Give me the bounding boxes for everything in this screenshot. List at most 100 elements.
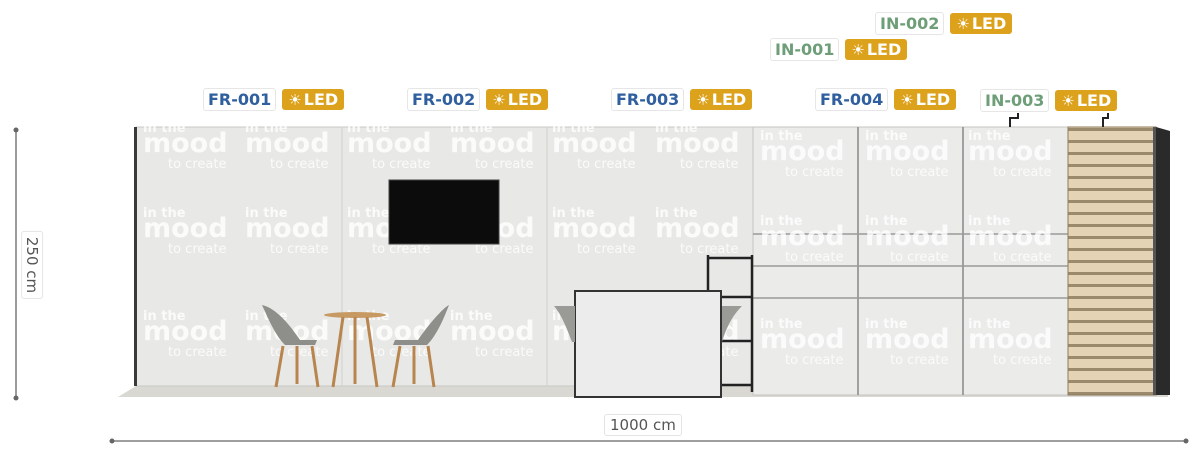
watermark-text: to create [890,353,948,368]
chair-left [262,305,320,388]
chair-behind-counter-right [722,306,742,342]
watermark-text: mood [968,221,1053,252]
side-wall [1156,127,1170,395]
width-dimension-label: 1000 cm [604,414,682,436]
watermark-text: mood [245,128,330,159]
panel-code: FR-003 [611,88,685,111]
led-badge: ☀LED [894,89,957,110]
panel-code: FR-004 [815,88,889,111]
watermark-text: mood [865,136,950,167]
tv-screen [388,179,500,245]
label-fr-004[interactable]: FR-004 ☀LED [815,88,957,111]
watermark-text: in the [347,206,390,221]
sun-icon: ☀ [851,40,865,59]
watermark-text: in the [245,121,288,136]
watermark-text: mood [655,128,740,159]
watermark-text: to create [372,242,430,257]
wood-slat-wall [1067,126,1157,396]
watermark-text: mood [655,213,740,244]
watermark-text: in the [552,206,595,221]
watermark-text: to create [785,165,843,180]
watermark-text: mood [968,136,1053,167]
watermark-text: in the [968,317,1011,332]
led-badge: ☀LED [282,89,345,110]
watermark-text: mood [760,136,845,167]
panel-code: IN-002 [875,12,945,35]
sun-icon: ☀ [288,90,302,109]
watermark-text: in the [760,214,803,229]
watermark-text: in the [865,317,908,332]
chair-behind-counter [554,306,575,342]
height-dimension-label: 250 cm [21,230,44,300]
watermark-text: to create [168,157,226,172]
watermark-text: to create [890,165,948,180]
watermark-text: mood [552,213,637,244]
sun-icon: ☀ [492,90,506,109]
watermark-text: in the [865,129,908,144]
label-in-001[interactable]: IN-001 ☀LED [770,38,908,61]
watermark-text: to create [577,157,635,172]
watermark-text: to create [577,242,635,257]
watermark-text: mood [143,316,228,347]
sun-icon: ☀ [696,90,710,109]
watermark-text: in the [968,214,1011,229]
watermark-text: to create [372,157,430,172]
watermark-text: to create [680,242,738,257]
panel-code: IN-001 [770,38,840,61]
watermark-text: mood [450,128,535,159]
watermark-text: in the [143,206,186,221]
sun-icon: ☀ [956,14,970,33]
chair-right [391,305,449,388]
label-in-002[interactable]: IN-002 ☀LED [875,12,1013,35]
led-badge: ☀LED [950,13,1013,34]
watermark-text: mood [245,213,330,244]
watermark-text: to create [785,353,843,368]
watermark-text: mood [865,324,950,355]
watermark-text: to create [270,345,328,360]
sun-icon: ☀ [1061,91,1075,110]
watermark-text: in the [450,121,493,136]
watermark-text: to create [168,345,226,360]
watermark-text: in the [655,206,698,221]
label-fr-003[interactable]: FR-003 ☀LED [611,88,753,111]
label-fr-002[interactable]: FR-002 ☀LED [407,88,549,111]
watermark-text: mood [865,221,950,252]
watermark-text: in the [143,309,186,324]
led-badge: ☀LED [486,89,549,110]
panel-code: FR-002 [407,88,481,111]
watermark-text: in the [143,121,186,136]
watermark-text: to create [270,242,328,257]
watermark-text: in the [760,317,803,332]
watermark-text: in the [552,121,595,136]
watermark-text: mood [143,128,228,159]
watermark-text: mood [450,316,535,347]
watermark-text: to create [475,157,533,172]
led-badge: ☀LED [845,39,908,60]
watermark-text: in the [245,206,288,221]
watermark-text: to create [475,242,533,257]
watermark-text: mood [760,324,845,355]
watermark-text: to create [890,250,948,265]
watermark-text: in the [968,129,1011,144]
watermark-text: to create [372,345,430,360]
watermark-text: in the [865,214,908,229]
watermark-text: to create [785,250,843,265]
watermark-text: to create [475,345,533,360]
label-fr-001[interactable]: FR-001 ☀LED [203,88,345,111]
sun-icon: ☀ [900,90,914,109]
watermark-text: to create [993,165,1051,180]
watermark-text: in the [347,121,390,136]
watermark-text: to create [993,353,1051,368]
watermark-text: to create [680,157,738,172]
led-badge: ☀LED [690,89,753,110]
label-in-003[interactable]: IN-003 ☀LED [980,89,1118,112]
watermark-text: mood [552,128,637,159]
panel-code: FR-001 [203,88,277,111]
watermark-text: to create [168,242,226,257]
watermark-text: to create [993,250,1051,265]
spotlights [1009,113,1109,127]
counter [574,290,722,398]
led-badge: ☀LED [1055,90,1118,111]
watermark-text: mood [347,128,432,159]
